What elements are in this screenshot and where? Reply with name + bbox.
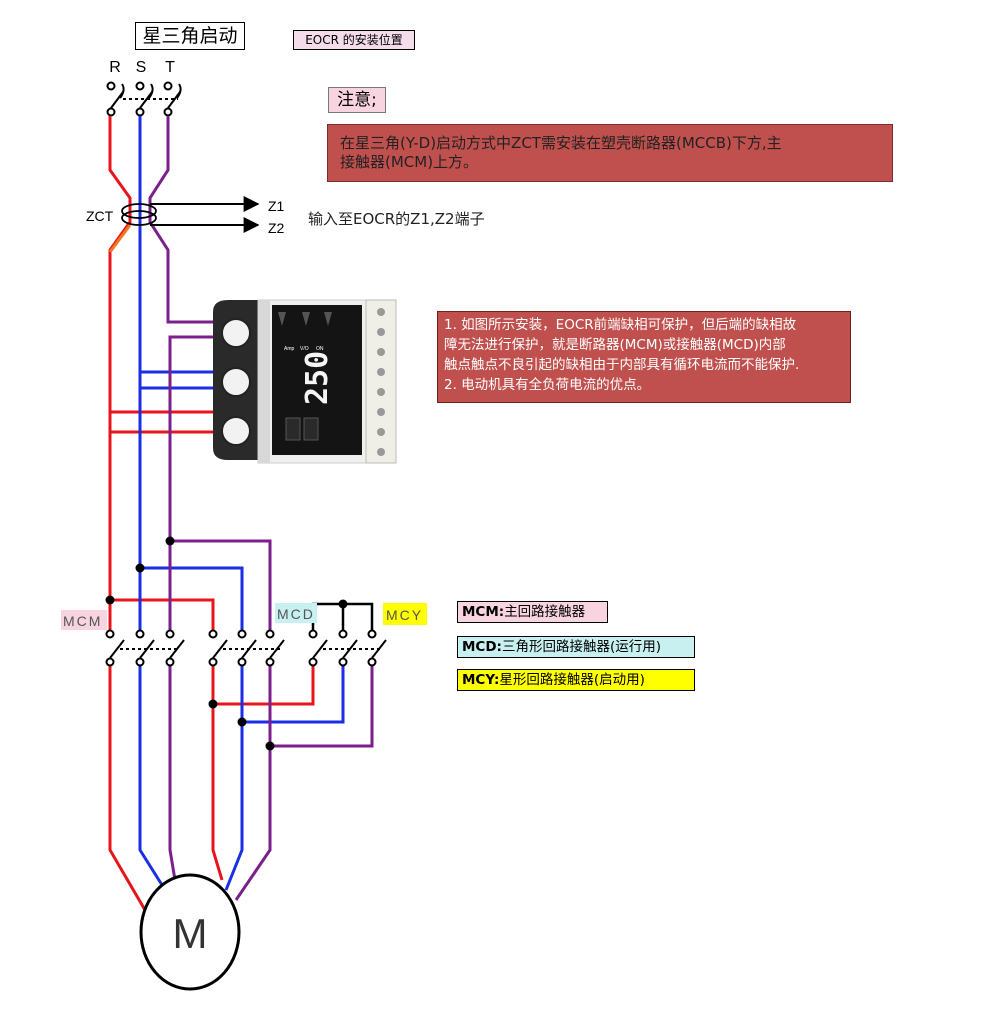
legend-mcy: MCY:星形回路接触器(启动用) <box>457 669 695 691</box>
legend-mcm-key: MCM: <box>462 604 505 620</box>
eocr-note-line-4: 2. 电动机具有全负荷电流的优点。 <box>444 377 651 393</box>
note-line-1: 在星三角(Y-D)启动方式中ZCT需安装在塑壳断路器(MCCB)下方,主 <box>340 134 782 152</box>
phase-t-wire <box>148 116 232 324</box>
legend-mcm: MCM:主回路接触器 <box>457 601 608 623</box>
junction-dots <box>105 536 348 751</box>
motor: M <box>139 873 241 991</box>
contactor-contacts <box>105 629 387 667</box>
diagram-title: 星三角启动 <box>135 22 245 50</box>
legend-mcy-key: MCY: <box>462 672 500 688</box>
note-heading: 注意; <box>328 87 386 113</box>
mcy-contacts <box>308 629 387 667</box>
mcd-label-bg <box>275 603 317 623</box>
zct-description: 输入至EOCR的Z1,Z2端子 <box>308 210 485 228</box>
eocr-note-line-2: 障无法进行保护，就是断路器(MCM)或接触器(MCD)内部 <box>444 337 786 353</box>
mcd-label: MCD <box>277 606 315 622</box>
mcd-contacts <box>208 629 285 667</box>
z1-label: Z1 <box>268 198 285 214</box>
eocr-note-line-3: 触点触点不良引起的缺相由于内部具有循环电流而不能保护. <box>444 357 800 373</box>
phase-r-wire <box>108 116 132 630</box>
svg-text:ON: ON <box>316 346 324 352</box>
circuit-breaker <box>106 81 182 117</box>
eocr-note: 1. 如图所示安装，EOCR前端缺相可保护，但后端的缺相故 障无法进行保护，就是… <box>437 311 851 403</box>
legend-mcd-key: MCD: <box>462 639 502 655</box>
note-line-2: 接触器(MCM)上方。 <box>340 153 479 171</box>
mcy-label: MCY <box>386 607 423 623</box>
mcm-label-bg <box>61 610 107 630</box>
zct-label: ZCT <box>86 208 114 224</box>
phase-wires <box>108 116 374 911</box>
zct-sensor: ZCT Z1 Z2 <box>86 196 285 236</box>
legend-mcy-text: 星形回路接触器(启动用) <box>499 672 645 688</box>
motor-label: M <box>173 910 208 957</box>
svg-text:V/O: V/O <box>300 346 309 352</box>
mcm-contacts <box>105 629 185 667</box>
device-display: 250 <box>300 351 335 405</box>
z2-label: Z2 <box>268 220 285 236</box>
diagram-subtitle: EOCR 的安装位置 <box>293 30 415 50</box>
terminal-r-label: R <box>109 59 121 76</box>
eocr-note-line-1: 1. 如图所示安装，EOCR前端缺相可保护，但后端的缺相故 <box>444 317 797 333</box>
note-body: 在星三角(Y-D)启动方式中ZCT需安装在塑壳断路器(MCCB)下方,主 接触器… <box>327 124 893 182</box>
eocr-relay-device: Amp V/O ON 250 <box>213 299 397 464</box>
svg-text:Amp: Amp <box>284 346 295 352</box>
legend-mcd-text: 三角形回路接触器(运行用) <box>501 639 661 655</box>
terminal-s-label: S <box>136 59 147 76</box>
legend-mcd: MCD:三角形回路接触器(运行用) <box>457 636 695 658</box>
legend-mcm-text: 主回路接触器 <box>504 604 586 620</box>
terminal-t-label: T <box>165 59 175 76</box>
mcy-label-bg <box>383 603 427 625</box>
mcm-label: MCM <box>63 613 102 629</box>
